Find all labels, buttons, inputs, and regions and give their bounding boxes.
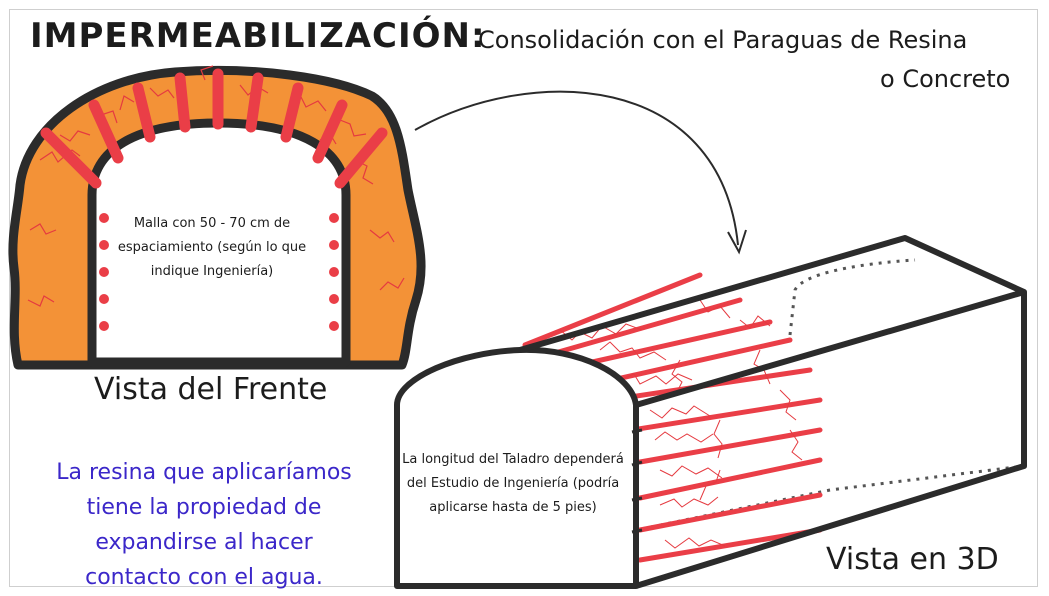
drill-length-note: La longitud del Taladro dependerá del Es… bbox=[402, 452, 624, 515]
umbrella-bolts bbox=[40, 68, 388, 189]
tunnel-3d-bolts bbox=[522, 272, 823, 563]
resin-note-line: expandirse al hacer bbox=[95, 530, 313, 555]
arrow-head-icon bbox=[727, 229, 747, 255]
resin-note-line: La resina que aplicaríamos bbox=[56, 460, 352, 485]
resin-property-note: La resina que aplicaríamos tiene la prop… bbox=[22, 455, 386, 595]
curved-arrow bbox=[414, 90, 739, 246]
tunnel-3d-bolt-heads bbox=[631, 428, 643, 534]
front-view-caption: Vista del Frente bbox=[94, 372, 328, 407]
page-title: IMPERMEABILIZACIÓN: bbox=[30, 16, 486, 56]
resin-note-line: contacto con el agua. bbox=[85, 565, 323, 590]
resin-note-line: tiene la propiedad de bbox=[86, 495, 322, 520]
mesh-dots bbox=[99, 213, 339, 331]
page-subtitle-line-1: Consolidación con el Paraguas de Resina bbox=[478, 26, 968, 54]
view-3d-caption: Vista en 3D bbox=[826, 542, 999, 577]
tunnel-3d-outline bbox=[519, 235, 1027, 589]
tunnel-3d-cracks bbox=[559, 299, 803, 549]
mesh-spacing-note: Malla con 50 - 70 cm de espaciamiento (s… bbox=[117, 216, 307, 279]
page-subtitle-line-2: o Concreto bbox=[880, 65, 1011, 93]
